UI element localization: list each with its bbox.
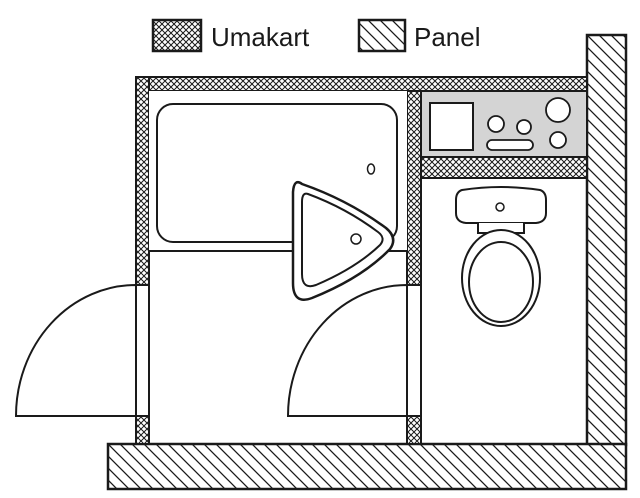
umakart-partition-lower: [406, 415, 422, 445]
counter-knob-1: [487, 115, 505, 133]
counter-slot: [486, 139, 534, 151]
counter-knob-2: [516, 119, 532, 135]
umakart-label: Umakart: [211, 22, 310, 52]
panel-label: Panel: [414, 22, 481, 52]
vanity-counter: [420, 90, 588, 158]
umakart-partition-upper: [406, 90, 422, 286]
corner-sink: [291, 181, 395, 301]
umakart-left-wall-lower: [135, 415, 150, 445]
toilet: [455, 186, 547, 327]
toilet-flush-button: [495, 202, 505, 212]
toilet-room-door: [286, 283, 408, 417]
panel-wall-right: [585, 33, 628, 447]
legend-item-panel: Panel: [357, 18, 481, 53]
umakart-left-wall-upper: [135, 76, 150, 286]
legend: Umakart Panel: [151, 18, 481, 53]
counter-square-fixture: [429, 102, 474, 151]
legend-item-umakart: Umakart: [151, 18, 310, 53]
umakart-swatch: [151, 18, 203, 53]
counter-knob-3: [545, 97, 571, 123]
bathtub-drain: [366, 163, 376, 175]
umakart-top-wall: [135, 76, 588, 92]
panel-wall-bottom: [106, 442, 628, 491]
toilet-bowl-inner: [468, 241, 534, 323]
umakart-counter-wall: [420, 156, 588, 179]
counter-knob-4: [549, 131, 567, 149]
panel-swatch: [357, 18, 407, 53]
entrance-door: [14, 283, 137, 417]
corner-sink-drain: [350, 233, 362, 245]
corner-sink-inner: [301, 192, 384, 288]
